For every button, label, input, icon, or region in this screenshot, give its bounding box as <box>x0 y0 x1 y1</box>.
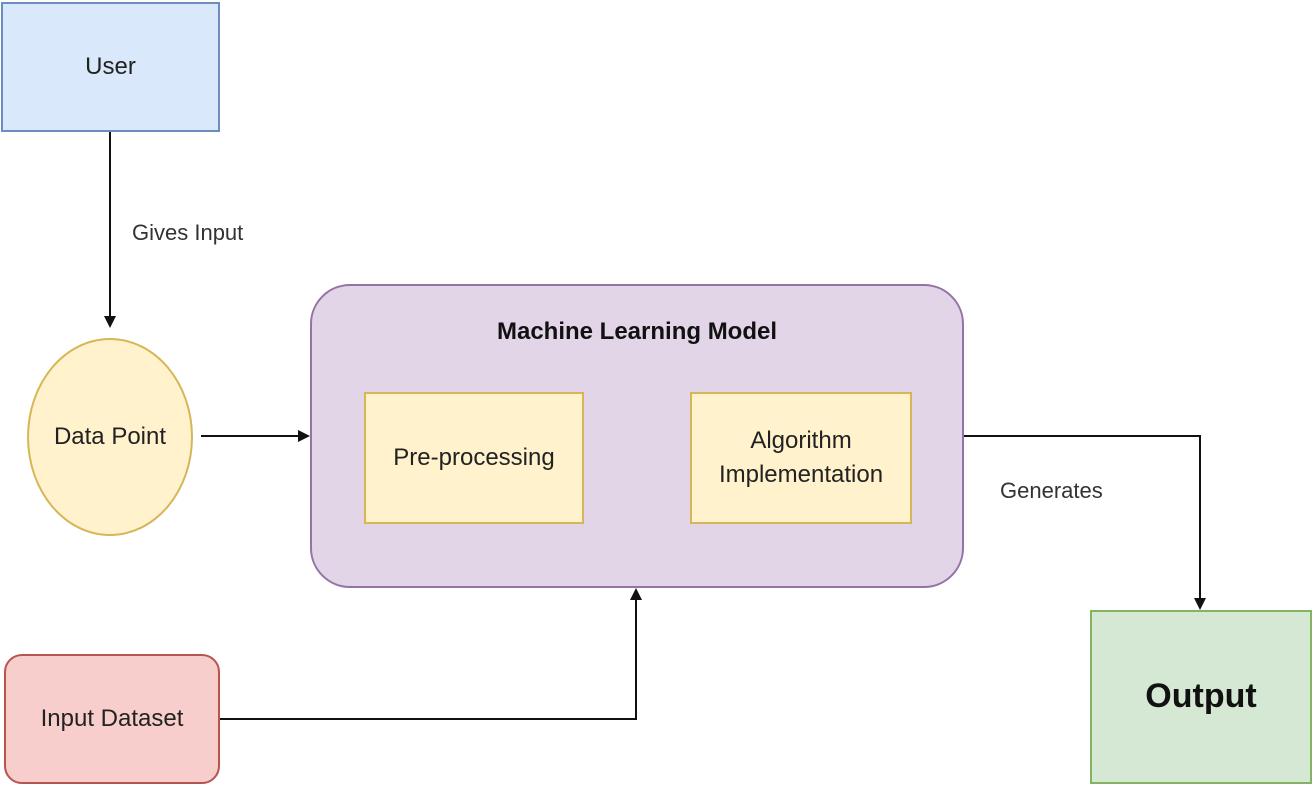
input-dataset-label: Input Dataset <box>40 705 184 733</box>
preprocessing-label: Pre-processing <box>393 444 555 472</box>
machine-learning-model-title: Machine Learning Model <box>496 318 778 345</box>
generates-label: Generates <box>1000 478 1103 503</box>
gives-input-label: Gives Input <box>132 220 244 245</box>
algorithm-label-line2: Implementation <box>718 461 884 488</box>
user-node: User <box>1 2 220 132</box>
edge-input-dataset-to-model <box>220 588 642 720</box>
preprocessing-node: Pre-processing <box>364 392 584 524</box>
user-label: User <box>85 53 136 81</box>
algorithm-implementation-node: Algorithm Implementation <box>690 392 912 524</box>
input-dataset-node: Input Dataset <box>4 654 220 784</box>
algorithm-label-line1: Algorithm <box>750 427 852 455</box>
edge-model-to-output <box>964 435 1206 610</box>
output-label: Output <box>1145 677 1257 716</box>
data-point-label: Data Point <box>53 423 167 451</box>
data-point-node: Data Point <box>27 338 193 536</box>
output-node: Output <box>1090 610 1312 784</box>
